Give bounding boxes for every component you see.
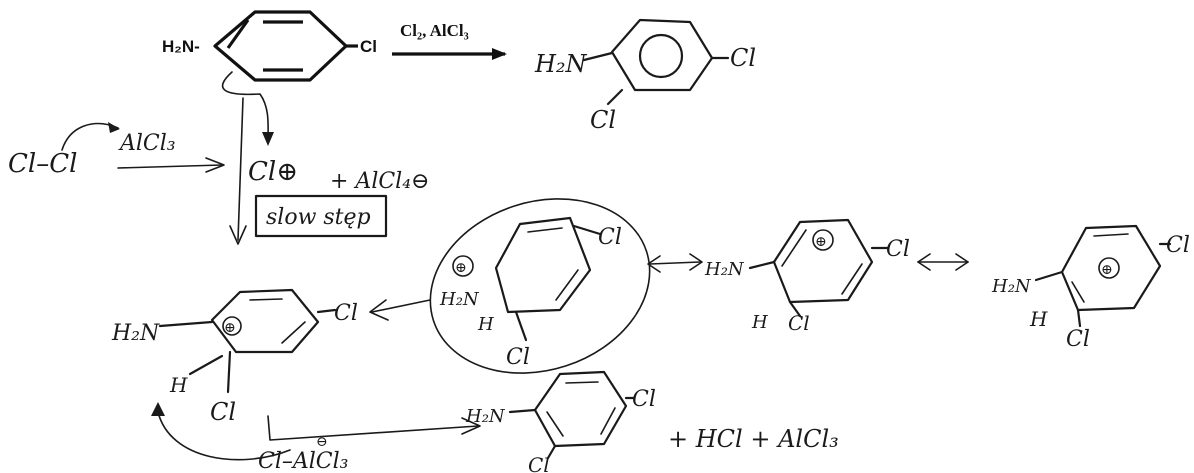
product-top-cl-para: Cl <box>730 44 756 72</box>
deprotonation-arrow <box>157 411 291 461</box>
cl-cl-label: Cl–Cl <box>8 149 77 179</box>
reactant-4-chloroaniline: H₂N- Cl <box>162 10 377 82</box>
main-reaction-arrow: Cl₂, AlCl₃ <box>392 21 507 60</box>
res2-cl-sp3: Cl <box>788 311 810 335</box>
base-cl-alcl3: Cl–AlCl₃ <box>258 449 348 473</box>
resonance-ring-2 <box>772 218 874 304</box>
final-cl-ortho: Cl <box>528 453 550 473</box>
vertical-down-arrow <box>237 97 244 241</box>
sigma-ring <box>210 288 320 354</box>
byproducts-label: + HCl + AlCl₃ <box>668 425 839 453</box>
circled-cl-sp3: Cl <box>506 345 530 370</box>
sigma-complex-main: H₂N ⊕ Cl Cl H <box>111 288 358 426</box>
reactant-amine-label: H₂N- <box>162 37 200 56</box>
res2-h: H <box>751 312 768 333</box>
activation-arrow <box>117 164 223 169</box>
final-cl-para: Cl <box>632 387 656 412</box>
circled-amine: H₂N <box>439 289 480 310</box>
res3-cl-para: Cl <box>1166 233 1190 258</box>
reagents-label: Cl₂, AlCl₃ <box>400 21 469 40</box>
resonance-circle <box>429 198 651 374</box>
resonance-ring-circled <box>494 216 592 314</box>
resonance-structure-2: ⊕ H₂N Cl Cl H <box>704 218 910 335</box>
circled-charge: ⊕ <box>455 260 467 276</box>
alcl3-catalyst-label: AlCl₃ <box>118 131 176 156</box>
ring-attack-arrow <box>221 71 269 143</box>
tetrachloroaluminate-label: + AlCl₄⊖ <box>330 169 429 194</box>
final-product-dichloroaniline: H₂N Cl Cl <box>465 370 656 473</box>
aromatic-circle <box>638 33 684 79</box>
final-amine: H₂N <box>465 406 506 427</box>
resonance-arrow-1 <box>647 253 703 273</box>
final-reaction-arrow <box>267 415 479 441</box>
slow-step-label: slow stęp <box>266 205 371 230</box>
base-charge: ⊖ <box>316 434 328 450</box>
chlorine-activation: Cl–Cl AlCl₃ Cl⊕ + AlCl₄⊖ <box>8 122 429 194</box>
res2-charge: ⊕ <box>815 234 827 250</box>
sigma-charge: ⊕ <box>224 320 236 336</box>
product-top-dichloroaniline: H₂N Cl Cl <box>534 18 756 134</box>
res2-amine: H₂N <box>704 259 745 280</box>
res2-cl-para: Cl <box>886 237 910 262</box>
reactant-chloro-label: Cl <box>360 37 377 56</box>
res3-h: H <box>1029 307 1048 331</box>
slow-step-box: slow stęp <box>254 194 388 238</box>
sigma-amine-label: H₂N <box>111 321 160 346</box>
chloronium-label: Cl⊕ <box>248 157 298 187</box>
circled-cl-para: Cl <box>598 225 622 250</box>
res3-amine: H₂N <box>991 276 1032 297</box>
res3-charge: ⊕ <box>1101 262 1113 278</box>
product-top-amine: H₂N <box>534 50 588 78</box>
product-top-cl-ortho: Cl <box>590 106 616 134</box>
resonance-to-sigma-arrow <box>371 299 431 313</box>
circled-resonance-structure: Cl ⊕ H₂N Cl H <box>429 198 651 374</box>
circled-h: H <box>477 314 494 335</box>
product-top-ring <box>610 18 714 92</box>
sigma-h-label: H <box>169 373 188 397</box>
resonance-structure-3: ⊕ H₂N Cl Cl H <box>991 224 1190 352</box>
sigma-cl-para: Cl <box>334 301 358 326</box>
res3-cl-sp3: Cl <box>1066 327 1090 352</box>
resonance-arrow-2 <box>917 253 969 271</box>
sigma-cl-sp3: Cl <box>210 398 236 426</box>
